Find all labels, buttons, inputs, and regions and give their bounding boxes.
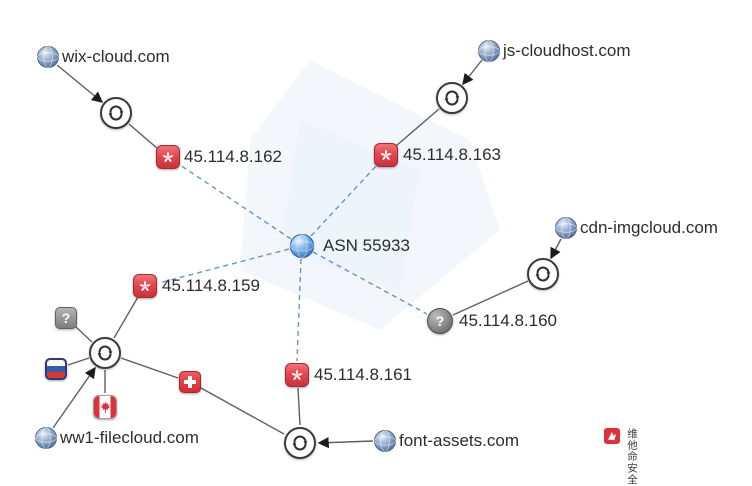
domain-node-cdn[interactable] [554, 216, 578, 240]
edge-cdn-to-transform3 [550, 238, 562, 260]
domain-node-font[interactable] [373, 429, 397, 453]
hk-flag-flower-icon [291, 369, 303, 381]
asn-globe-icon [289, 233, 315, 259]
edge-swiss-to-transform5 [200, 387, 285, 435]
sync-arrows-icon [443, 90, 461, 106]
sync-arrows-icon [534, 266, 552, 282]
domain-label-js: js-cloudhost.com [503, 41, 631, 60]
domain-label-cdn: cdn-imgcloud.com [580, 218, 718, 237]
domain-label-wix: wix-cloud.com [62, 47, 170, 66]
edge-transform4-to-swiss [120, 357, 179, 379]
edge-transform1-to-ip162 [128, 123, 159, 150]
domain-label-ww1: ww1-filecloud.com [60, 428, 199, 447]
russia-flag-node[interactable] [45, 358, 67, 380]
globe-icon [35, 426, 57, 450]
sync-arrows-icon [291, 435, 309, 451]
edge-transform2-to-ip163 [395, 108, 440, 147]
edge-wix-to-transform1 [56, 64, 104, 103]
maple-leaf-icon [100, 401, 110, 413]
question-icon: ? [61, 310, 71, 326]
swiss-cross-icon [183, 375, 197, 389]
hk-flag-flower-icon [380, 149, 392, 161]
transform-node-5[interactable] [284, 427, 316, 459]
sync-arrows-icon [107, 105, 125, 121]
globe-icon [37, 46, 59, 68]
edge-asn-ip163 [310, 164, 378, 237]
transform-node-3[interactable] [527, 258, 559, 290]
hk-flag-flower-icon [162, 151, 174, 163]
globe-icon [555, 216, 577, 240]
canada-flag-node[interactable] [93, 395, 117, 419]
edge-transform4-to-unknownflag [75, 326, 93, 343]
globe-icon [477, 40, 501, 62]
edge-transform4-to-ip159 [113, 296, 139, 339]
ip-label-161: 45.114.8.161 [314, 365, 412, 384]
question-icon: ? [435, 313, 445, 329]
edge-js-to-transform2 [462, 59, 483, 86]
brand-watermark-text: 维他命安全 [626, 428, 638, 486]
edge-asn-ip159 [158, 248, 290, 284]
edge-asn-ip162 [179, 164, 292, 240]
transform-node-2[interactable] [436, 82, 468, 114]
unknown-flag-node[interactable]: ? [55, 307, 77, 329]
ip-label-163: 45.114.8.163 [403, 145, 501, 164]
edge-transform3-to-ip160 [452, 280, 529, 316]
edge-asn-ip160 [312, 251, 428, 315]
sync-arrows-icon [96, 345, 114, 361]
ip-label-159: 45.114.8.159 [162, 276, 260, 295]
ip-label-160: 45.114.8.160 [459, 311, 557, 330]
globe-icon [373, 429, 397, 453]
hk-flag-flower-icon [139, 280, 151, 292]
edge-font-to-transform5 [317, 437, 374, 449]
transform-node-4[interactable] [89, 337, 121, 369]
brand-watermark: 维他命安全 [604, 428, 640, 486]
ip-label-162: 45.114.8.162 [184, 147, 282, 166]
ip-node-160[interactable]: ? [427, 308, 453, 334]
edge-ww1-to-transform4 [52, 366, 96, 429]
brand-logo-icon [604, 428, 620, 444]
domain-node-ww1[interactable] [34, 426, 58, 450]
asn-label: ASN 55933 [323, 236, 410, 255]
edge-ip161-to-transform5 [297, 387, 301, 426]
ip-node-163[interactable] [374, 143, 398, 167]
edge-asn-ip161 [296, 258, 302, 362]
domain-node-wix[interactable] [36, 45, 60, 69]
domain-node-js[interactable] [477, 39, 501, 63]
switzerland-flag-node[interactable] [179, 371, 201, 393]
ip-node-159[interactable] [133, 274, 157, 298]
edge-transform4-to-russia [67, 357, 90, 366]
domain-label-font: font-assets.com [399, 431, 519, 450]
asn-node[interactable] [289, 233, 315, 259]
transform-node-1[interactable] [100, 97, 132, 129]
ip-node-161[interactable] [285, 363, 309, 387]
ip-node-162[interactable] [156, 145, 180, 169]
